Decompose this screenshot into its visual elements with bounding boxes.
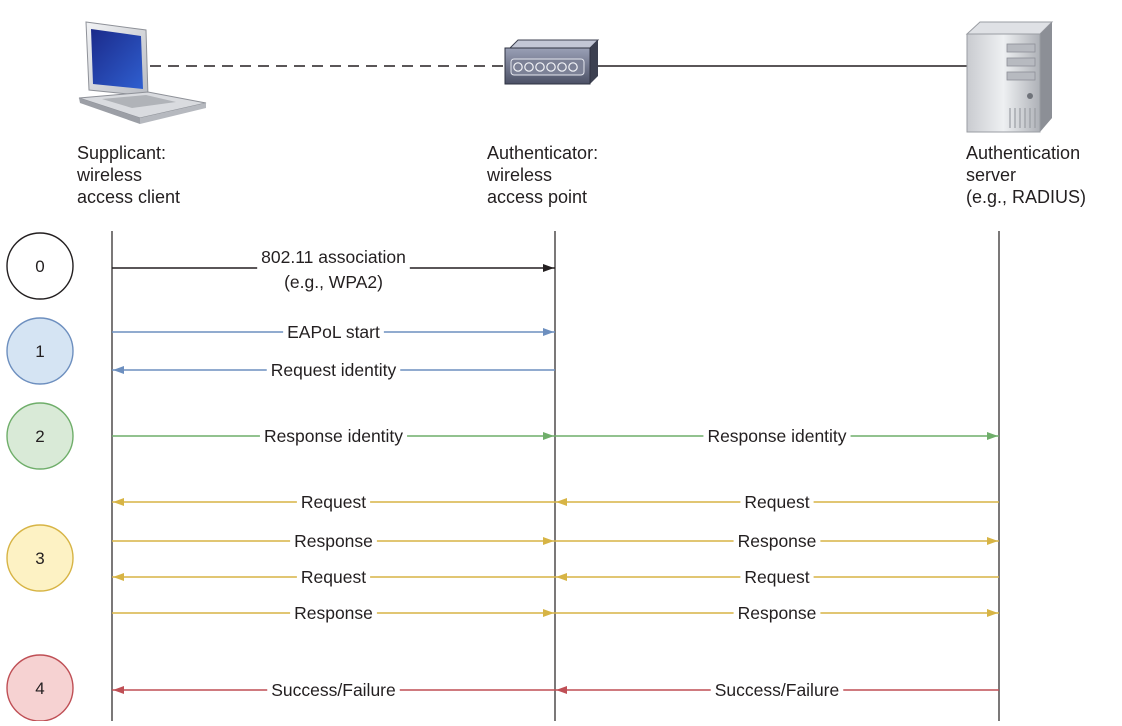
step-number: 2 bbox=[35, 427, 44, 446]
message-arrow: Request bbox=[555, 567, 999, 587]
message-arrow: Response identity bbox=[112, 426, 555, 446]
supplicant-label: Supplicant: wireless access client bbox=[77, 143, 181, 207]
step-badge: 4 bbox=[6, 654, 74, 722]
step-circle bbox=[6, 402, 74, 470]
message-label: Request bbox=[744, 492, 809, 512]
message-arrow: Request bbox=[112, 567, 555, 587]
message-arrow: Success/Failure bbox=[112, 680, 555, 700]
message-arrow: Request identity bbox=[112, 360, 555, 380]
message-label: Response bbox=[738, 531, 817, 551]
step-number: 4 bbox=[35, 679, 44, 698]
step-badge: 3 bbox=[6, 524, 74, 592]
step-number: 3 bbox=[35, 549, 44, 568]
message-arrow: Response bbox=[112, 603, 555, 623]
message-label: Response bbox=[294, 531, 373, 551]
arrowhead bbox=[543, 328, 554, 336]
arrowhead bbox=[543, 432, 554, 440]
message-label: Response identity bbox=[707, 426, 846, 446]
authenticator-label: Authenticator: wireless access point bbox=[487, 143, 599, 207]
message-label: Success/Failure bbox=[271, 680, 396, 700]
message-label: Response identity bbox=[264, 426, 403, 446]
arrowhead bbox=[556, 573, 567, 581]
arrowhead bbox=[113, 573, 124, 581]
message-label: Response bbox=[738, 603, 817, 623]
message-arrow: Response identity bbox=[555, 426, 999, 446]
message-label: Request bbox=[744, 567, 809, 587]
message-label: 802.11 association bbox=[261, 247, 406, 267]
message-label: Success/Failure bbox=[715, 680, 840, 700]
step-circle bbox=[6, 317, 74, 385]
step-circle bbox=[6, 232, 74, 300]
message-arrow: 802.11 association (e.g., WPA2) bbox=[112, 247, 555, 292]
message-label: Request bbox=[301, 567, 366, 587]
message-sublabel: (e.g., WPA2) bbox=[284, 272, 383, 292]
message-arrow: Request bbox=[112, 492, 555, 512]
message-arrows: 802.11 association (e.g., WPA2) EAPoL star… bbox=[112, 247, 999, 700]
server-label: Authentication server (e.g., RADIUS) bbox=[966, 143, 1087, 207]
message-arrow: Response bbox=[112, 531, 555, 551]
arrowhead bbox=[556, 686, 567, 694]
message-label: Response bbox=[294, 603, 373, 623]
laptop-icon bbox=[78, 21, 207, 124]
message-arrow: Response bbox=[555, 603, 999, 623]
step-badge: 0 bbox=[6, 232, 74, 300]
arrowhead bbox=[987, 537, 998, 545]
arrowhead bbox=[987, 432, 998, 440]
arrowhead bbox=[543, 264, 554, 272]
arrowhead bbox=[113, 366, 124, 374]
arrowhead bbox=[543, 537, 554, 545]
message-arrow: Request bbox=[555, 492, 999, 512]
message-label: Request bbox=[301, 492, 366, 512]
arrowhead bbox=[556, 498, 567, 506]
step-number: 0 bbox=[35, 257, 44, 276]
message-arrow: EAPoL start bbox=[112, 322, 555, 342]
arrowhead bbox=[113, 686, 124, 694]
step-number: 1 bbox=[35, 342, 44, 361]
message-arrow: Success/Failure bbox=[555, 680, 999, 700]
message-label: Request identity bbox=[271, 360, 397, 380]
server-icon bbox=[965, 21, 1054, 133]
message-arrow: Response bbox=[555, 531, 999, 551]
message-label: EAPoL start bbox=[287, 322, 380, 342]
step-badge: 2 bbox=[6, 402, 74, 470]
arrowhead bbox=[987, 609, 998, 617]
arrowhead bbox=[113, 498, 124, 506]
access-point-icon bbox=[504, 39, 600, 85]
step-badge: 1 bbox=[6, 317, 74, 385]
step-circle bbox=[6, 524, 74, 592]
arrowhead bbox=[543, 609, 554, 617]
